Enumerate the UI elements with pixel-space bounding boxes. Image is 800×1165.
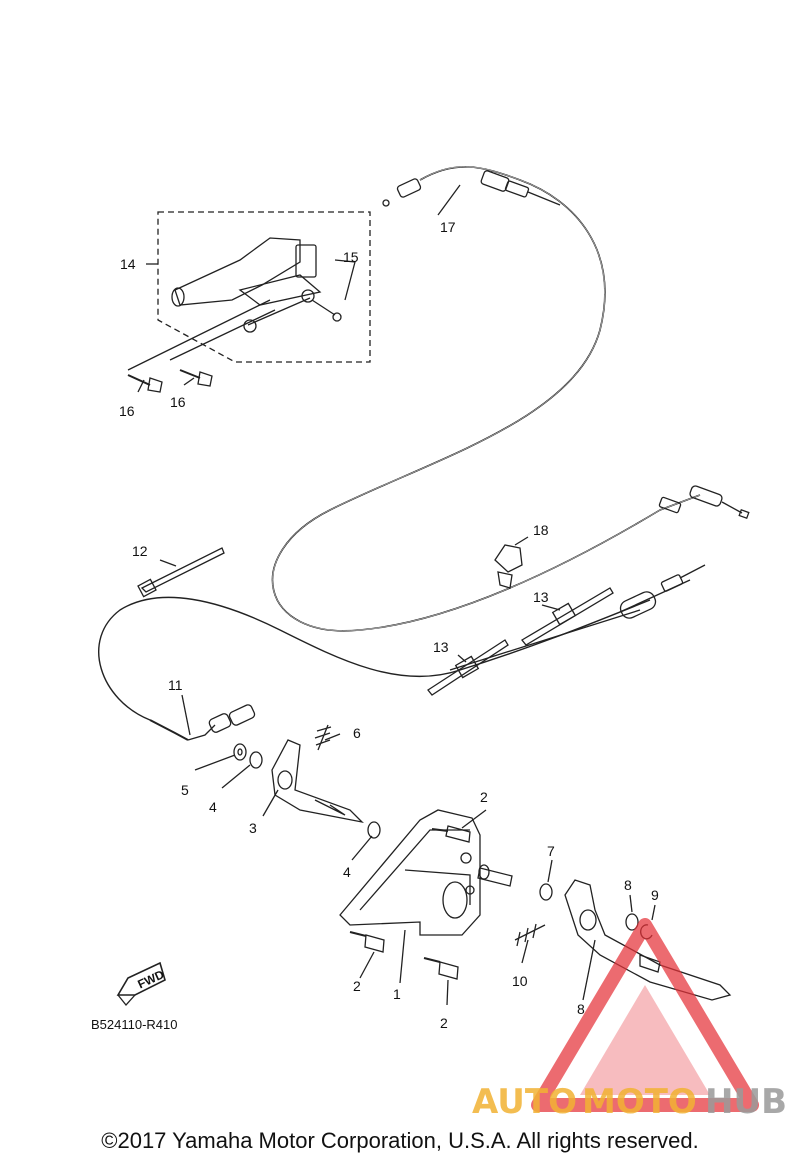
svg-text:HUB: HUB bbox=[705, 1082, 787, 1122]
callout-18: 18 bbox=[533, 522, 549, 538]
watermark-logo-icon bbox=[531, 918, 759, 1112]
svg-text:MOTO: MOTO bbox=[582, 1082, 697, 1122]
callout-2-c: 2 bbox=[440, 1015, 448, 1031]
callout-9: 9 bbox=[651, 887, 659, 903]
callout-15: 15 bbox=[343, 249, 359, 265]
callout-7: 8 bbox=[577, 1001, 585, 1017]
callout-11: 11 bbox=[168, 677, 183, 693]
callout-13-a: 13 bbox=[533, 589, 549, 605]
brake-cable bbox=[271, 166, 701, 632]
callout-1: 1 bbox=[393, 986, 401, 1002]
callout-6: 6 bbox=[353, 725, 361, 741]
callout-8-b: 8 bbox=[624, 877, 632, 893]
brake-pedal bbox=[564, 879, 732, 1001]
callout-13-b: 13 bbox=[433, 639, 449, 655]
svg-text:AUTO: AUTO bbox=[472, 1082, 577, 1122]
watermark-text: AUTO MOTO HUB bbox=[472, 1082, 787, 1122]
pedal-bracket bbox=[339, 809, 481, 936]
callout-2-a: 2 bbox=[480, 789, 488, 805]
callout-12: 12 bbox=[132, 543, 148, 559]
copyright-text: ©2017 Yamaha Motor Corporation, U.S.A. A… bbox=[101, 1128, 699, 1153]
callout-16-b: 16 bbox=[170, 394, 186, 410]
callout-4-a: 4 bbox=[209, 799, 217, 815]
callout-10: 10 bbox=[512, 973, 528, 989]
callout-3: 3 bbox=[249, 820, 257, 836]
callout-17: 17 bbox=[440, 219, 456, 235]
callout-16-a: 16 bbox=[119, 403, 135, 419]
callout-2-b: 2 bbox=[353, 978, 361, 994]
diagram-code: B524110-R410 bbox=[91, 1017, 178, 1032]
callout-5: 5 bbox=[181, 782, 189, 798]
callout-14: 14 bbox=[120, 256, 136, 272]
lower-cable bbox=[98, 596, 651, 721]
callout-8-a: 7 bbox=[547, 843, 555, 859]
callout-4-b: 4 bbox=[343, 864, 351, 880]
callout-labels: 14 17 15 16 16 12 18 13 13 11 6 5 4 3 4 … bbox=[119, 219, 659, 1031]
